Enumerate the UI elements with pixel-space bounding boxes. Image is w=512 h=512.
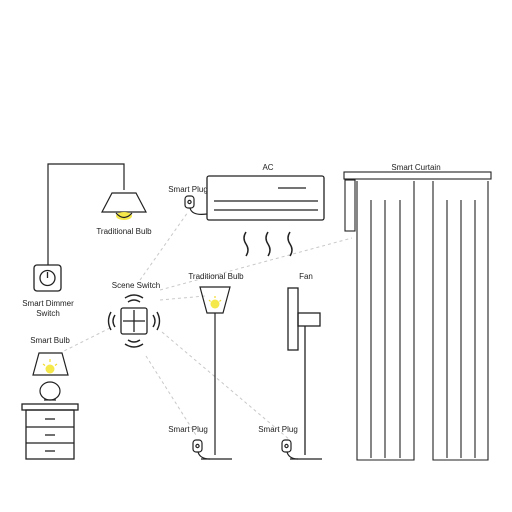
wireless-signal-icon <box>107 294 161 348</box>
smart-plug-icon <box>192 439 211 460</box>
smart-dimmer-label-line1: Smart Dimmer <box>22 299 74 308</box>
traditional-bulb-floor-label: Traditional Bulb <box>188 272 244 281</box>
link-scene-to-ac-plug <box>139 211 189 281</box>
link-scene-to-smart-bulb <box>61 327 111 353</box>
smart-bulb-label: Smart Bulb <box>30 336 70 345</box>
traditional-bulb-top-label: Traditional Bulb <box>96 227 152 236</box>
scene-switch-label: Scene Switch <box>112 281 160 290</box>
wireless-connections <box>61 211 353 441</box>
pendant-lamp-icon <box>101 192 147 220</box>
dimmer-wiring <box>47 163 125 265</box>
nightstand-icon <box>21 403 79 460</box>
scene-switch-icon <box>120 307 148 335</box>
ac-label: AC <box>262 163 273 172</box>
fan-label: Fan <box>299 272 313 281</box>
table-lamp-icon <box>32 352 69 401</box>
smart-plug-ac-label: Smart Plug <box>168 185 208 194</box>
link-scene-to-lamp-plug <box>145 355 197 436</box>
link-scene-to-curtain <box>159 237 353 291</box>
smart-plug-icon <box>184 195 208 215</box>
air-conditioner-icon <box>206 175 325 221</box>
dimmer-switch-icon <box>33 264 62 292</box>
smart-plug-lamp-label: Smart Plug <box>168 425 208 434</box>
smart-plug-icon <box>281 439 299 460</box>
link-scene-to-fan-plug <box>161 331 291 441</box>
airflow-icon <box>243 231 293 257</box>
smart-curtain-icon <box>343 171 492 461</box>
smart-curtain-label: Smart Curtain <box>391 163 440 172</box>
smart-dimmer-label-line2: Switch <box>36 309 60 318</box>
link-scene-to-floor-bulb <box>159 295 206 301</box>
smart-plug-fan-label: Smart Plug <box>258 425 298 434</box>
